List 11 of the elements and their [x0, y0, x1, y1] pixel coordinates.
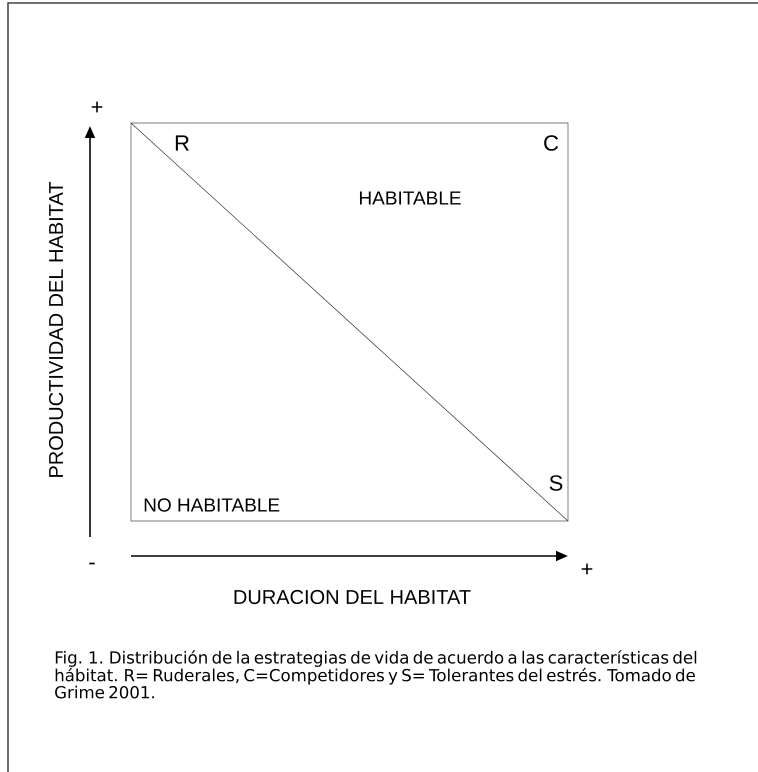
corner-letter: S [550, 475, 562, 491]
corner-letter: C [544, 135, 558, 151]
region-label: NO HABITABLE [144, 498, 280, 512]
axis-sign: - [89, 562, 95, 564]
axis-sign: + [92, 102, 102, 112]
axis-sign: + [582, 564, 592, 574]
axis-title: PRODUCTIVIDAD DEL HABITAT [48, 182, 64, 477]
region-label: HABITABLE [360, 191, 461, 205]
corner-letter: R [176, 135, 189, 151]
figure-caption: Fig. 1. Distribución de la estrategias de vida de acuerdo a las características del hábitat. R= Ruderales, C=Competidores y S= Tolerantes del estrés. Tomado de Grime 2001. [55, 650, 696, 698]
axis-title: DURACION DEL HABITAT [234, 590, 471, 604]
